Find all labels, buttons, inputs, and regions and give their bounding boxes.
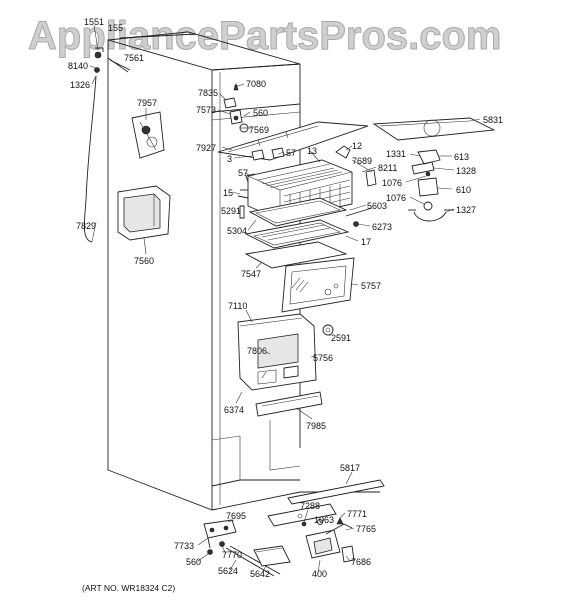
label-7806: 7806 (247, 346, 268, 356)
defrost-heater (244, 219, 350, 249)
label-7569: 7569 (249, 125, 270, 135)
label-17: 17 (361, 237, 372, 247)
label-7689: 7689 (352, 156, 373, 166)
evaporator-panel (244, 241, 348, 269)
defrost-parts (335, 145, 377, 227)
switch-assembly (301, 517, 355, 563)
label-7110: 7110 (228, 301, 248, 311)
label-7770: 7770 (222, 550, 243, 560)
part-5291 (239, 205, 245, 219)
label-1551: 1551 (84, 17, 105, 27)
label-7561: 7561 (124, 53, 145, 63)
label-2591: 2591 (331, 333, 352, 343)
bottom-rail-plate (267, 503, 337, 527)
label-5757: 5757 (361, 281, 382, 291)
label-6374: 6374 (224, 405, 245, 415)
label-7573: 7573 (196, 105, 217, 115)
label-7547: 7547 (241, 269, 262, 279)
label-1331: 1331 (386, 149, 407, 159)
kick-bar (255, 391, 323, 417)
label-7985: 7985 (306, 421, 327, 431)
label-1063: 1063 (314, 515, 335, 525)
label-400: 400 (312, 569, 328, 579)
fan-grille (281, 257, 355, 313)
watermark: AppliancePartsPros.com (28, 14, 503, 59)
label-155: 155 (108, 23, 124, 33)
thermostat-parts (223, 83, 252, 133)
fan-motor-assembly (372, 117, 496, 222)
label-1327: 1327 (456, 205, 477, 215)
part-5642 (253, 545, 291, 567)
drain-pan (248, 197, 348, 227)
label-7686: 7686 (351, 557, 372, 567)
label-5304: 5304 (227, 226, 248, 236)
label-5817: 5817 (340, 463, 361, 473)
side-box-7560 (117, 185, 171, 241)
label-7771: 7771 (347, 509, 368, 519)
label-5642: 5642 (250, 569, 271, 579)
bottom-rail-5817 (287, 479, 385, 505)
evaporator-cover-rail (217, 121, 369, 161)
label-560-upper: 560 (253, 108, 269, 118)
label-6273: 6273 (372, 222, 393, 232)
label-1076-b: 1076 (386, 193, 407, 203)
label-1326: 1326 (70, 80, 91, 90)
side-bracket-7957 (131, 111, 165, 159)
label-3: 3 (227, 154, 233, 164)
label-5831: 5831 (483, 115, 504, 125)
label-5603: 5603 (367, 201, 388, 211)
label-7695: 7695 (226, 511, 247, 521)
label-610: 610 (456, 185, 472, 195)
label-5624: 5624 (218, 566, 239, 576)
label-7927: 7927 (196, 143, 217, 153)
upper-left-hardware (83, 47, 131, 243)
label-8211: 8211 (378, 163, 398, 173)
label-1328: 1328 (456, 166, 477, 176)
art-number: (ART NO. WR18324 C2) (82, 583, 176, 593)
label-15: 15 (223, 188, 234, 198)
label-1076-a: 1076 (382, 178, 403, 188)
label-7829: 7829 (76, 221, 97, 231)
part-2591 (322, 324, 334, 336)
label-7288: 7288 (300, 501, 321, 511)
label-13: 13 (307, 146, 318, 156)
control-housing (237, 313, 317, 391)
label-12: 12 (352, 141, 363, 151)
label-7560: 7560 (134, 256, 155, 266)
label-7733: 7733 (174, 541, 195, 551)
label-8140: 8140 (68, 61, 89, 71)
label-560-lower: 560 (186, 557, 202, 567)
label-7080: 7080 (246, 79, 267, 89)
label-5756: 5756 (313, 353, 334, 363)
label-57-upper: 57 (286, 148, 297, 158)
cabinet-liner (107, 31, 380, 511)
label-7765: 7765 (356, 524, 377, 534)
label-613: 613 (454, 152, 470, 162)
label-57-lower: 57 (238, 168, 249, 178)
label-7835: 7835 (198, 88, 219, 98)
label-7957: 7957 (137, 98, 158, 108)
label-5291: 5291 (221, 206, 242, 216)
